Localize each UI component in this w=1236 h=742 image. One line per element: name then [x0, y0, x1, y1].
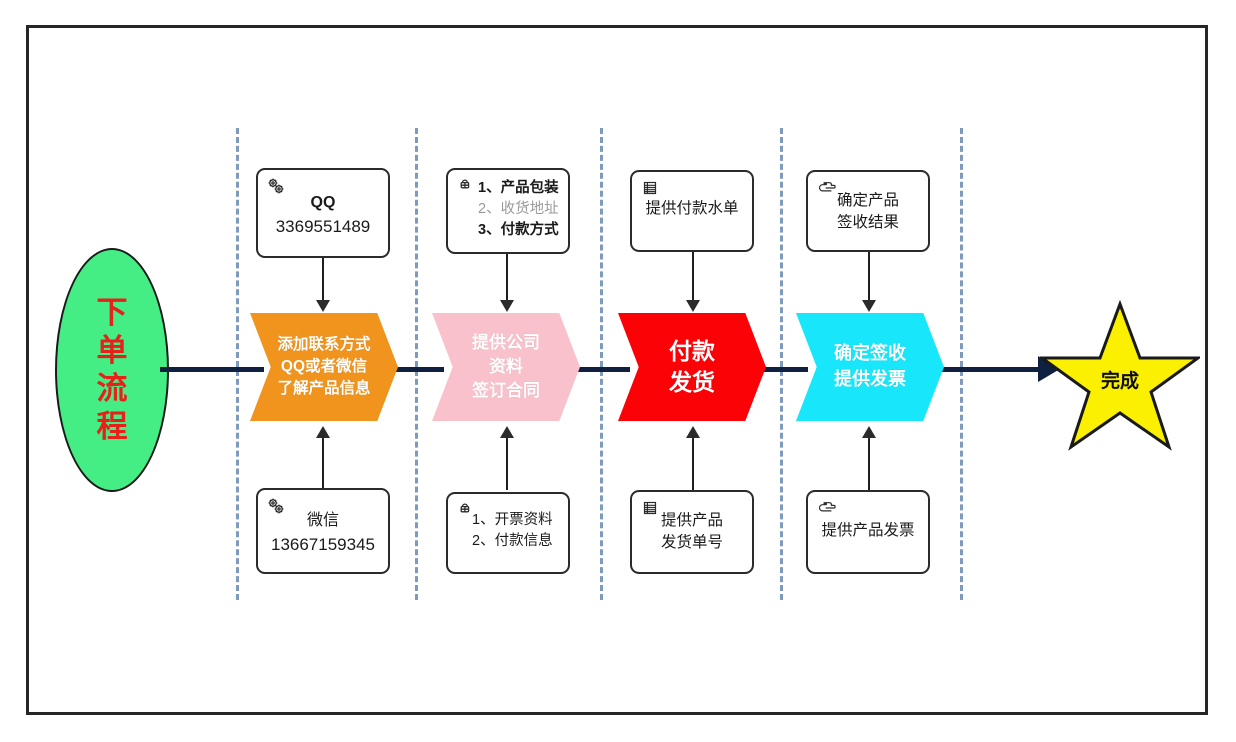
note-box-shipping-number[interactable]: 提供产品 发货单号 [630, 490, 754, 574]
connector-paymentslip-to-p3 [692, 252, 694, 304]
process-node-3-pay-ship[interactable]: 付款 发货 [618, 313, 766, 421]
end-node-label: 完成 [1100, 370, 1139, 392]
note-qq-line2: 3369551489 [275, 216, 371, 236]
note-invoice-item-2: 2、付款信息 [472, 533, 553, 550]
note-payment-slip-line1: 提供付款水单 [645, 200, 739, 217]
list-icon [640, 498, 660, 518]
process-4-line2: 提供发票 [834, 369, 906, 389]
note-box-invoice-info[interactable]: 1、开票资料 2、付款信息 [446, 492, 570, 574]
start-node-order-process[interactable]: 下单流程 [55, 248, 169, 492]
note-box-product-invoice[interactable]: 提供产品发票 [806, 490, 930, 574]
lane-separator-2 [415, 128, 418, 600]
arrowhead-shipno-to-p3 [686, 426, 700, 438]
note-confirm-line2: 签收结果 [836, 214, 899, 231]
note-box-qq[interactable]: QQ 3369551489 [256, 168, 390, 258]
connector-shipno-to-p3 [692, 434, 694, 490]
process-2-line2: 资料 [489, 356, 523, 376]
arrowhead-wechat-to-p1 [316, 426, 330, 438]
note-shipping-line1: 提供产品 [660, 512, 723, 529]
arrowhead-confirm-to-p4 [862, 300, 876, 312]
connector-invoice-to-p2 [506, 434, 508, 490]
start-node-label: 下单流程 [96, 295, 128, 444]
flow-connector-p1-to-p2 [386, 367, 444, 372]
flow-connector-p4-to-end [934, 367, 1044, 372]
note-product-item-2: 2、收货地址 [478, 201, 559, 218]
process-node-2-company-info[interactable]: 提供公司 资料 签订合同 [432, 313, 580, 421]
process-2-line1: 提供公司 [472, 332, 540, 352]
note-wechat-line1: 微信 [306, 512, 339, 529]
note-box-confirm-receipt[interactable]: 确定产品 签收结果 [806, 170, 930, 252]
flow-connector-p2-to-p3 [566, 367, 630, 372]
note-box-wechat[interactable]: 微信 13667159345 [256, 488, 390, 574]
note-box-payment-slip[interactable]: 提供付款水单 [630, 170, 754, 252]
person-icon [456, 176, 476, 196]
connector-confirm-to-p4 [868, 252, 870, 304]
arrowhead-invoice-to-p2 [500, 426, 514, 438]
process-1-line2: QQ或者微信 [280, 358, 368, 375]
process-3-line2: 发货 [669, 369, 715, 395]
arrowhead-invoicedoc-to-p4 [862, 426, 876, 438]
note-product-invoice-line1: 提供产品发票 [821, 522, 915, 539]
note-product-item-3: 3、付款方式 [478, 222, 559, 239]
process-1-line1: 添加联系方式 [277, 336, 371, 353]
connector-qq-to-p1 [322, 258, 324, 304]
process-2-line3: 签订合同 [472, 381, 540, 401]
lane-separator-4 [780, 128, 783, 600]
process-node-1-add-contact[interactable]: 添加联系方式 QQ或者微信 了解产品信息 [250, 313, 398, 421]
note-shipping-line2: 发货单号 [660, 534, 723, 551]
connector-wechat-to-p1 [322, 434, 324, 490]
process-1-line3: 了解产品信息 [277, 380, 371, 397]
pointing-hand-icon [816, 178, 836, 198]
list-icon [640, 178, 660, 198]
person-icon [456, 500, 476, 520]
pointing-hand-icon [816, 498, 836, 518]
note-box-product-info[interactable]: 1、产品包装 2、收货地址 3、付款方式 [446, 168, 570, 254]
connector-invoicedoc-to-p4 [868, 434, 870, 490]
process-4-line1: 确定签收 [834, 343, 906, 364]
process-node-4-confirm-invoice[interactable]: 确定签收 提供发票 [796, 313, 944, 421]
note-confirm-line1: 确定产品 [836, 192, 899, 209]
lane-separator-1 [236, 128, 239, 600]
connector-productinfo-to-p2 [506, 254, 508, 304]
arrowhead-qq-to-p1 [316, 300, 330, 312]
note-qq-line1: QQ [310, 194, 336, 211]
lane-separator-3 [600, 128, 603, 600]
flow-connector-start-to-p1 [160, 367, 264, 372]
process-3-line1: 付款 [669, 337, 715, 364]
arrowhead-paymentslip-to-p3 [686, 300, 700, 312]
star-shape-icon [1040, 300, 1200, 451]
gears-icon [266, 176, 286, 196]
lane-separator-5 [960, 128, 963, 600]
gears-icon [266, 496, 286, 516]
arrowhead-productinfo-to-p2 [500, 300, 514, 312]
end-node-complete[interactable]: 完成 [1040, 300, 1200, 452]
note-wechat-line2: 13667159345 [270, 534, 375, 554]
note-product-item-1: 1、产品包装 [478, 180, 559, 196]
note-invoice-item-1: 1、开票资料 [472, 512, 553, 528]
flow-connector-p3-to-p4 [756, 367, 808, 372]
